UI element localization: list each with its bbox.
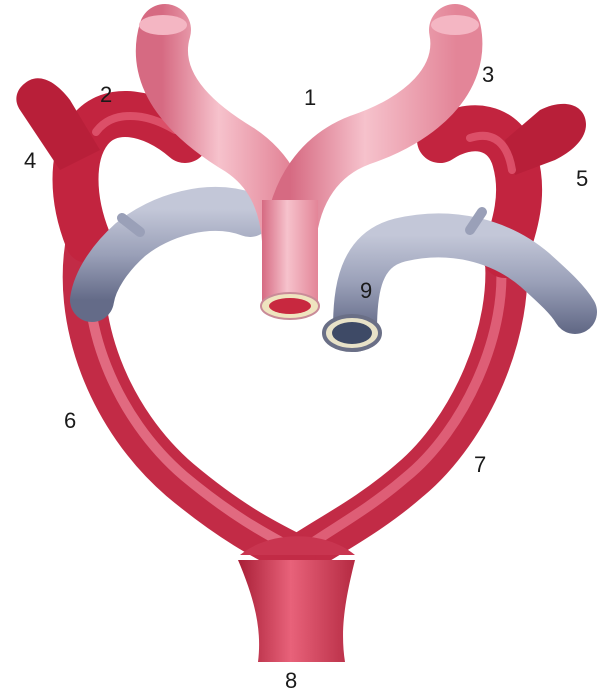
pink-vessel-top-right-opening xyxy=(431,15,479,35)
pink-vessel-trunk xyxy=(262,200,318,305)
label-1: 1 xyxy=(304,85,316,110)
pink-vessel-lumen xyxy=(269,298,311,314)
descending-trunk xyxy=(238,560,355,662)
pink-vessel-top-left-opening xyxy=(139,15,187,35)
label-8: 8 xyxy=(285,668,297,691)
label-4: 4 xyxy=(24,148,36,173)
label-6: 6 xyxy=(64,408,76,433)
vein-right-lumen xyxy=(332,322,372,344)
vein-left xyxy=(92,209,250,300)
right-lower-arch xyxy=(300,250,506,555)
vein-right xyxy=(355,235,575,330)
label-7: 7 xyxy=(474,452,486,477)
label-9: 9 xyxy=(360,278,372,303)
right-upper-branch xyxy=(505,104,586,175)
label-3: 3 xyxy=(482,62,494,87)
label-5: 5 xyxy=(576,166,588,191)
label-2: 2 xyxy=(100,82,112,107)
